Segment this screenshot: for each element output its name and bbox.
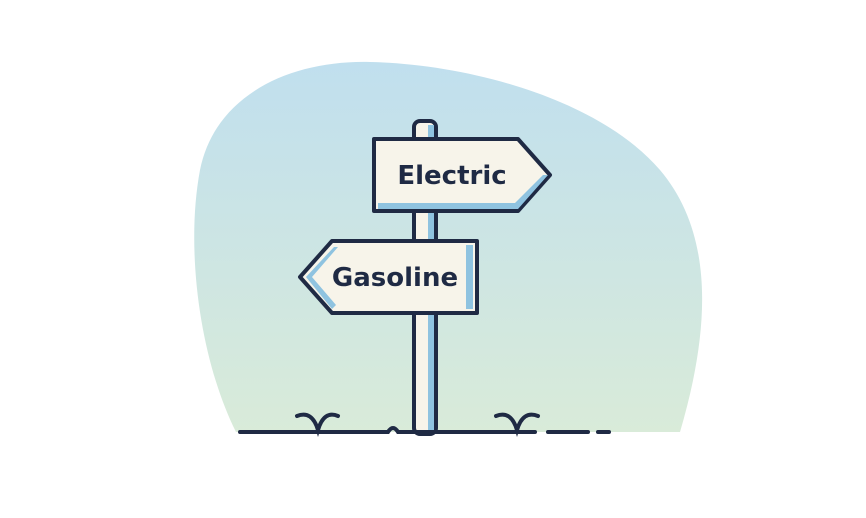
electric-sign: Electric — [372, 137, 552, 213]
electric-sign-label: Electric — [397, 161, 506, 191]
grass-tuft-left — [295, 412, 340, 437]
ground — [238, 412, 611, 437]
gasoline-sign: Gasoline — [298, 239, 479, 315]
gasoline-sign-label: Gasoline — [332, 263, 458, 293]
grass-tuft-right — [494, 412, 540, 437]
